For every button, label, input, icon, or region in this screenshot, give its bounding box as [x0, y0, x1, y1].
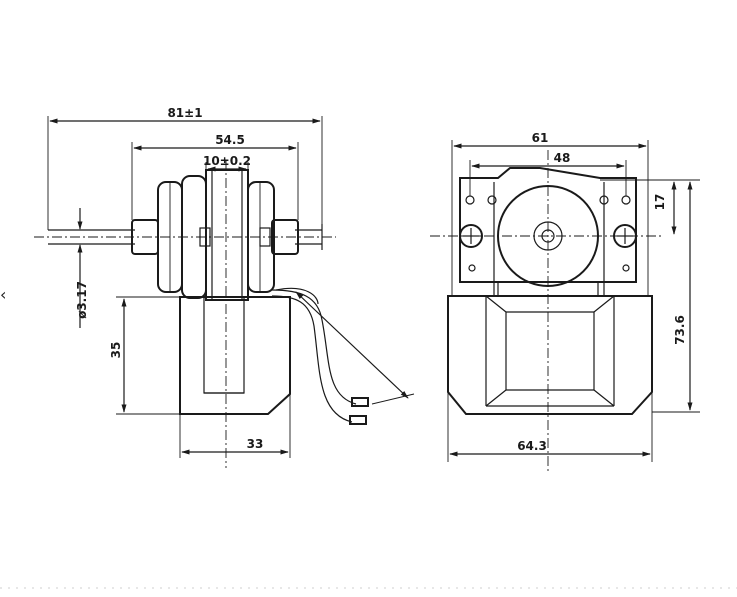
- dim-coil-height: 35: [109, 296, 180, 415]
- dim-overall-length: 81±1: [47, 106, 323, 230]
- label-frame-width: 61: [532, 131, 549, 145]
- dim-core-width: 64.3: [447, 392, 653, 462]
- dim-shaft-diameter: ø3.17: [75, 208, 89, 328]
- dim-bracket-width: 10±0.2: [203, 154, 251, 172]
- bearing-right: [271, 219, 299, 255]
- stator-core: [447, 282, 653, 415]
- previous-arrow-icon[interactable]: ‹: [0, 285, 7, 304]
- dim-total-height: 73.6: [652, 181, 700, 413]
- front-view: 61 48 17 73.6 64.3: [430, 131, 700, 472]
- dim-frame-width: 61: [451, 131, 649, 296]
- label-core-width: 64.3: [517, 439, 547, 453]
- side-view: 81±1 54.5 10±0.2 ø3.17 35: [34, 106, 415, 468]
- shaft: [48, 224, 323, 250]
- label-body-width: 54.5: [215, 133, 245, 147]
- coil-block: [179, 296, 291, 415]
- label-total-height: 73.6: [673, 315, 687, 345]
- label-bracket-width: 10±0.2: [203, 154, 251, 168]
- bracket: [199, 169, 271, 301]
- lead-wires: [271, 287, 369, 425]
- dim-body-width: 54.5: [131, 133, 299, 220]
- label-hole-spacing: 48: [554, 151, 571, 165]
- label-overall-length: 81±1: [167, 106, 202, 120]
- dim-hole-spacing: 48: [469, 151, 627, 196]
- label-shaft-diameter: ø3.17: [75, 281, 89, 319]
- dim-coil-width: 33: [179, 394, 291, 458]
- label-coil-width: 33: [247, 437, 264, 451]
- label-hole-offset: 17: [653, 194, 667, 211]
- label-coil-height: 35: [109, 342, 123, 359]
- dim-lead-length: [295, 291, 415, 405]
- dim-hole-offset: 17: [600, 179, 700, 235]
